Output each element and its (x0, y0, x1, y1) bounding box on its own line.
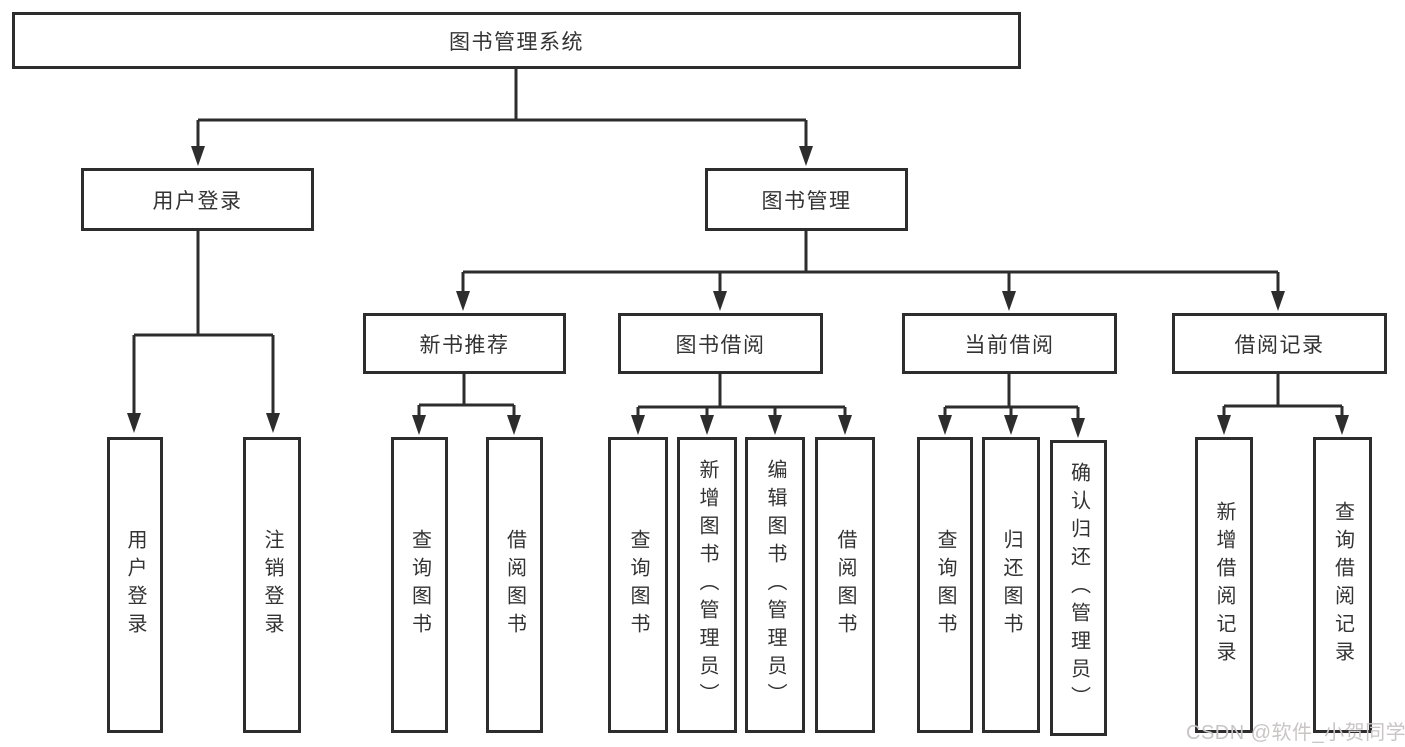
arrowheads (127, 146, 1349, 438)
leaf-nb-borrow-books-label: 借阅图书 (503, 529, 526, 641)
leaf-user-login: 用户登录 (107, 437, 163, 733)
leaf-bb-borrow-books: 借阅图书 (815, 437, 875, 733)
node-book-borrow-label: 图书借阅 (675, 333, 766, 357)
leaf-nb-query-books: 查询图书 (391, 437, 448, 733)
connector-user-login-group (132, 231, 275, 418)
node-user-login: 用户登录 (81, 168, 314, 231)
connector-new-book-group (417, 374, 516, 420)
leaf-bb-borrow-books-label: 借阅图书 (834, 529, 856, 641)
leaf-cb-return-books-label: 归还图书 (1000, 529, 1022, 641)
node-root: 图书管理系统 (12, 12, 1021, 69)
node-borrow-records-label: 借阅记录 (1234, 333, 1325, 357)
leaf-nb-borrow-books: 借阅图书 (486, 437, 543, 733)
node-borrow-records: 借阅记录 (1172, 313, 1387, 374)
leaf-br-query-record: 查询借阅记录 (1313, 437, 1372, 733)
connector-bm-to-level3 (461, 231, 1280, 296)
leaf-bb-query-books-label: 查询图书 (627, 529, 649, 641)
node-book-borrow: 图书借阅 (618, 313, 823, 374)
leaf-br-add-record: 新增借阅记录 (1195, 437, 1253, 733)
leaf-logout: 注销登录 (243, 437, 301, 733)
leaf-bb-query-books: 查询图书 (608, 437, 668, 733)
node-user-login-label: 用户登录 (152, 189, 243, 213)
leaf-cb-confirm-return-admin-label: 确认归还（管理员） (1067, 462, 1090, 714)
node-current-borrow: 当前借阅 (902, 313, 1117, 374)
leaf-user-login-label: 用户登录 (124, 529, 146, 641)
node-new-book-recommend: 新书推荐 (363, 313, 566, 374)
leaf-bb-add-books-admin: 新增图书（管理员） (677, 437, 737, 733)
node-root-label: 图书管理系统 (449, 30, 584, 54)
leaf-br-add-record-label: 新增借阅记录 (1213, 501, 1235, 669)
leaf-bb-edit-books-admin-label: 编辑图书（管理员） (764, 459, 786, 711)
leaf-cb-confirm-return-admin: 确认归还（管理员） (1050, 440, 1107, 736)
node-book-management: 图书管理 (705, 168, 908, 231)
leaf-bb-edit-books-admin: 编辑图书（管理员） (745, 437, 805, 733)
node-current-borrow-label: 当前借阅 (964, 333, 1055, 357)
leaf-cb-query-books-label: 查询图书 (934, 529, 956, 641)
connector-current-borrow-group (943, 374, 1080, 423)
connector-root-to-level2 (196, 69, 808, 150)
leaf-br-query-record-label: 查询借阅记录 (1331, 501, 1354, 669)
connector-book-borrow-group (636, 374, 847, 420)
connector-borrow-records-group (1222, 374, 1344, 420)
node-new-book-recommend-label: 新书推荐 (419, 333, 510, 357)
leaf-bb-add-books-admin-label: 新增图书（管理员） (696, 459, 718, 711)
watermark: CSDN @软件_小贺同学 (1186, 722, 1405, 744)
leaf-cb-query-books: 查询图书 (917, 437, 973, 733)
leaf-nb-query-books-label: 查询图书 (408, 529, 431, 641)
leaf-cb-return-books: 归还图书 (982, 437, 1040, 733)
node-book-management-label: 图书管理 (761, 189, 852, 213)
leaf-logout-label: 注销登录 (261, 529, 283, 641)
